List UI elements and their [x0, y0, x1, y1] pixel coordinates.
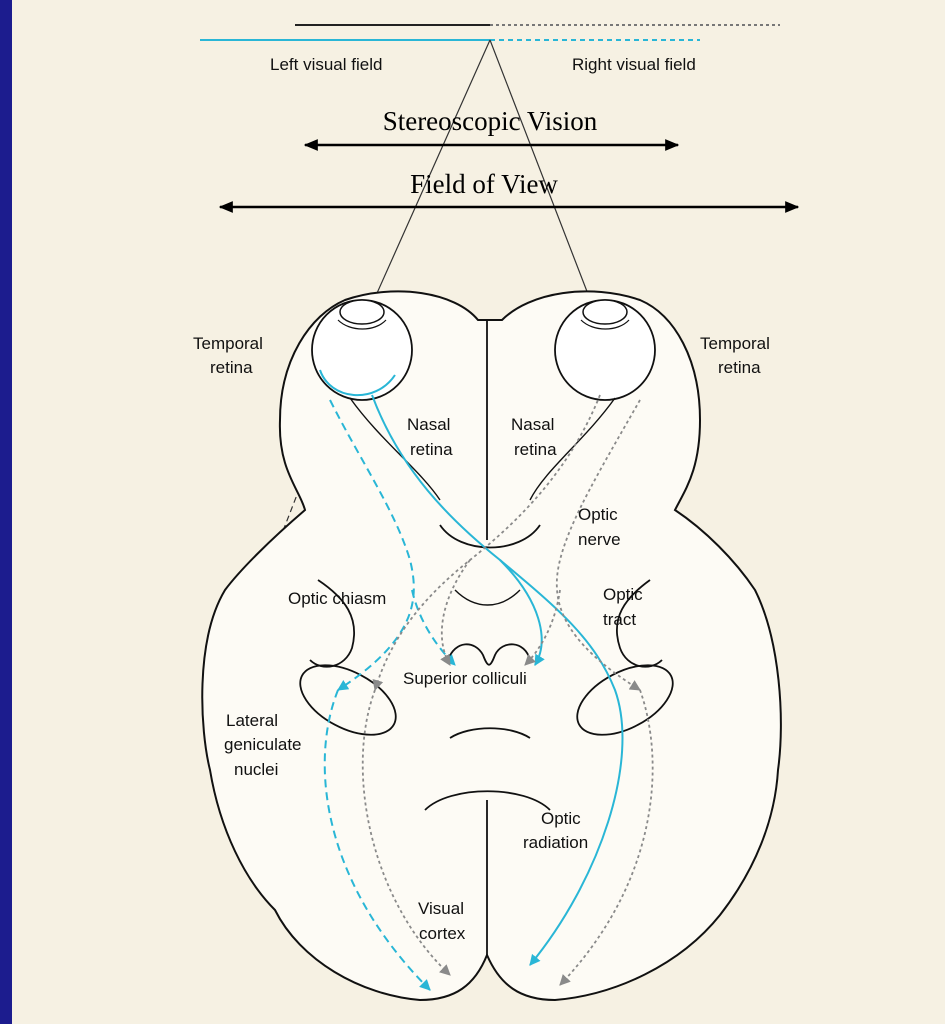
temporal-retina-right-label: Temporal retina [700, 334, 775, 377]
right-eye [555, 300, 655, 400]
temporal-retina-left-label: Temporal retina [193, 334, 268, 377]
brain-outline [202, 291, 781, 1000]
right-visual-field-label: Right visual field [572, 55, 696, 74]
left-visual-field-label: Left visual field [270, 55, 382, 74]
stereoscopic-vision-label: Stereoscopic Vision [383, 106, 598, 136]
left-eye [312, 300, 412, 400]
optic-chiasm-label: Optic chiasm [288, 589, 386, 608]
superior-colliculi-label: Superior colliculi [403, 669, 527, 688]
visual-field-lines [200, 25, 780, 40]
field-of-view-label: Field of View [410, 169, 558, 199]
